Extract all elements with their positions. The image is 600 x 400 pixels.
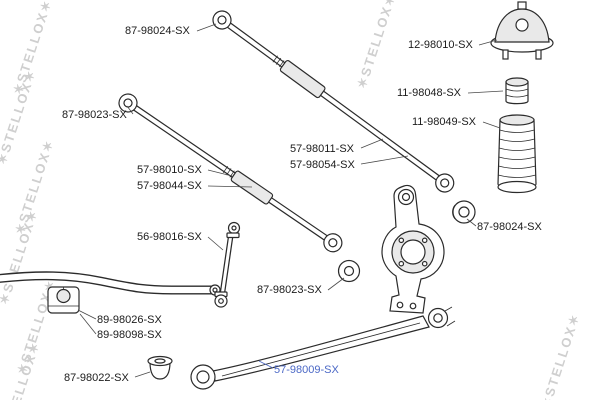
stabilizer-bushing-drawing — [47, 286, 80, 314]
knuckle-bushing-left-drawing — [337, 259, 361, 283]
part-label-57-98044-sx: 57-98044-SX — [137, 180, 202, 192]
part-label-87-98022-sx: 87-98022-SX — [64, 372, 129, 384]
part-label-57-98054-sx: 57-98054-SX — [290, 159, 355, 171]
upper-lateral-rod-drawing — [212, 10, 455, 193]
leader-lines — [77, 23, 504, 378]
part-label-57-98010-sx: 57-98010-SX — [137, 164, 202, 176]
dust-boot-drawing — [497, 114, 537, 194]
part-label-11-98049-sx: 11-98049-SX — [412, 116, 477, 128]
knuckle-bushing-right-drawing — [452, 200, 476, 224]
part-label-89-98026-sx: 89-98026-SX — [97, 314, 162, 326]
part-label-11-98048-sx: 11-98048-SX — [397, 87, 462, 99]
lower-arm-bushing-drawing — [147, 355, 173, 380]
axle-knuckle-drawing — [381, 184, 445, 314]
part-label-57-98011-sx: 57-98011-SX — [290, 143, 355, 155]
part-label-87-98023-sx-upper: 87-98023-SX — [62, 109, 127, 121]
stabilizer-link-drawing — [214, 221, 241, 308]
part-label-57-98009-sx-highlighted[interactable]: 57-98009-SX — [274, 364, 339, 376]
stabilizer-bar-drawing — [0, 271, 221, 296]
part-label-87-98023-sx-lower: 87-98023-SX — [257, 284, 322, 296]
strut-mount-drawing — [490, 1, 554, 60]
part-label-89-98098-sx: 89-98098-SX — [97, 329, 162, 341]
part-label-12-98010-sx: 12-98010-SX — [408, 39, 473, 51]
second-lateral-rod-drawing — [118, 93, 343, 253]
part-label-87-98024-sx-right: 87-98024-SX — [477, 221, 542, 233]
part-label-87-98024-sx-top: 87-98024-SX — [125, 25, 190, 37]
part-label-56-98016-sx: 56-98016-SX — [137, 231, 202, 243]
bump-stop-drawing — [505, 77, 529, 105]
